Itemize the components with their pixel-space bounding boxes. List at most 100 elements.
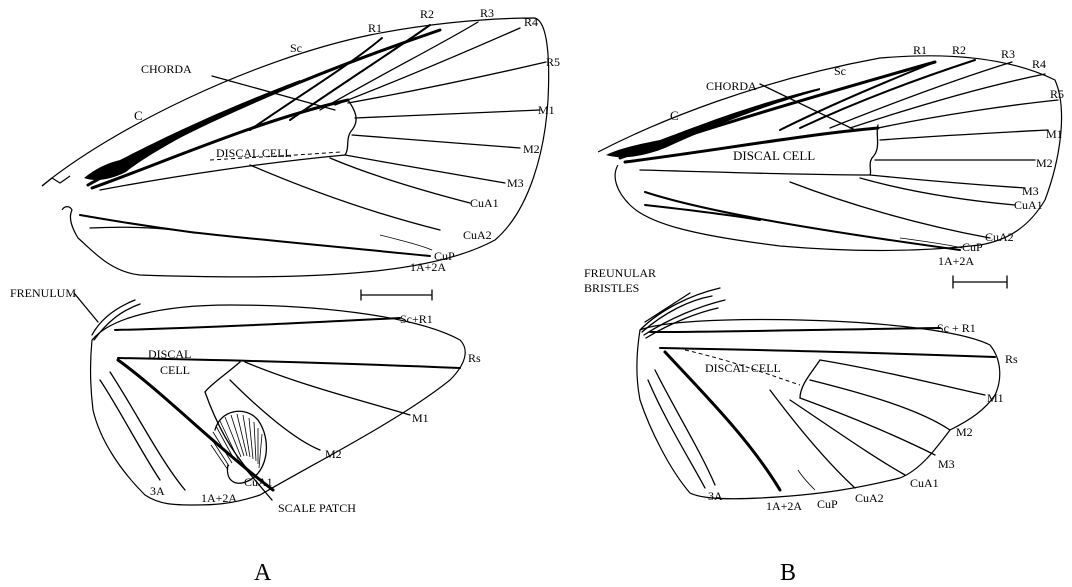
a-label-discal-1: DISCAL xyxy=(148,347,191,361)
a-vein-1a2a xyxy=(80,215,430,256)
b-label-discal-cell: DISCAL CELL xyxy=(733,148,815,163)
a-frenulum-leader xyxy=(74,293,98,322)
a-label-1a2a: 1A+2A xyxy=(410,260,446,274)
a-vein-cup xyxy=(380,235,432,250)
b-label-cua2: CuA2 xyxy=(855,491,884,505)
a-vein-r2 xyxy=(290,25,430,120)
b-label-m2: M2 xyxy=(956,425,973,439)
b-chorda-leader xyxy=(760,84,855,130)
a-vein-m1 xyxy=(355,110,540,118)
b-label-m3: M3 xyxy=(1022,184,1039,198)
a-label-r1: R1 xyxy=(368,21,382,35)
b-label-1a2a: 1A+2A xyxy=(938,254,974,268)
b-label-m1: M1 xyxy=(1046,127,1063,141)
b-label-bristles-2: BRISTLES xyxy=(584,281,639,295)
b-label-3a: 3A xyxy=(708,489,723,503)
panel-a-hindwing: FRENULUM Sc+R1 Rs DISCAL CELL M1 M2 CuA1… xyxy=(10,286,481,515)
a-forewing-base-notch xyxy=(42,176,70,186)
a-scale-bar xyxy=(361,290,432,300)
a-label-1a2a: 1A+2A xyxy=(201,491,237,505)
b-vein-sc xyxy=(620,62,935,158)
panel-a-letter: A xyxy=(254,560,272,586)
b-label-r5: R5 xyxy=(1050,87,1064,101)
b-label-c: C xyxy=(670,108,679,123)
b-hw-vein-3a xyxy=(655,370,715,485)
a-label-r5: R5 xyxy=(546,55,560,69)
a-label-m3: M3 xyxy=(507,176,524,190)
b-hw-vein-rs xyxy=(660,348,995,357)
b-label-cua2: CuA2 xyxy=(985,230,1014,244)
b-label-r1: R1 xyxy=(913,43,927,57)
b-discal-cell-end xyxy=(870,125,878,175)
a-label-c: C xyxy=(134,108,143,123)
b-label-scr1: Sc + R1 xyxy=(937,321,976,335)
a-discal-cell-end xyxy=(345,100,356,155)
b-vein-r5 xyxy=(878,100,1058,128)
a-vein-r4 xyxy=(335,28,520,105)
a-hw-vein-cua1 xyxy=(205,392,250,472)
b-forewing-outline xyxy=(598,56,1062,251)
a-vein-m2 xyxy=(352,135,520,148)
b-label-r4: R4 xyxy=(1032,57,1046,71)
b-hw-vein-a-inner xyxy=(648,380,705,488)
b-label-discal-cell: DISCAL CELL xyxy=(705,361,781,375)
b-vein-m1 xyxy=(880,130,1048,140)
b-label-m3: M3 xyxy=(938,457,955,471)
b-label-r2: R2 xyxy=(952,43,966,57)
a-label-r4: R4 xyxy=(524,15,538,29)
a-label-r2: R2 xyxy=(420,7,434,21)
b-label-cup: CuP xyxy=(817,497,838,511)
a-label-3a: 3A xyxy=(150,484,165,498)
b-label-cup: CuP xyxy=(962,240,983,254)
b-vein-cua1 xyxy=(860,178,1015,205)
b-label-cua1: CuA1 xyxy=(910,476,939,490)
a-label-m1: M1 xyxy=(538,103,555,117)
a-label-sc: Sc xyxy=(290,41,302,55)
a-label-discal-cell: DISCAL CELL xyxy=(216,146,292,160)
b-hw-vein-cua2 xyxy=(770,390,855,488)
b-bristles-leader xyxy=(645,293,690,322)
a-vein-r1 xyxy=(250,38,382,130)
a-label-m2: M2 xyxy=(523,142,540,156)
a-label-chorda: CHORDA xyxy=(141,62,192,76)
b-scale-bar xyxy=(953,276,1007,288)
b-label-cua1: CuA1 xyxy=(1014,198,1043,212)
b-label-1a2a: 1A+2A xyxy=(766,499,802,513)
b-label-sc: Sc xyxy=(834,64,846,78)
a-vein-cua2 xyxy=(250,165,440,230)
b-hw-vein-scr1 xyxy=(650,328,940,332)
a-label-scr1: Sc+R1 xyxy=(400,312,433,326)
b-vein-c-dark xyxy=(606,88,820,157)
b-label-r3: R3 xyxy=(1001,47,1015,61)
a-frenulum xyxy=(92,300,140,340)
b-label-rs: Rs xyxy=(1005,352,1018,366)
a-label-cua2: CuA2 xyxy=(463,228,492,242)
a-label-scale-patch: SCALE PATCH xyxy=(278,501,356,515)
b-vein-r4 xyxy=(850,74,1045,128)
a-label-cua1: CuA1 xyxy=(470,196,499,210)
a-label-m2: M2 xyxy=(325,447,342,461)
b-vein-cell-lower xyxy=(640,170,870,175)
a-hw-vein-3a xyxy=(100,380,160,480)
b-label-chorda: CHORDA xyxy=(706,79,757,93)
a-label-discal-2: CELL xyxy=(160,363,190,377)
a-hw-vein-m1 xyxy=(245,362,410,415)
panel-b-hindwing: FREUNULAR BRISTLES Sc + R1 Rs DISCAL CEL… xyxy=(584,266,1018,513)
b-label-m2: M2 xyxy=(1036,156,1053,170)
panel-b-forewing: C Sc R1 R2 R3 R4 R5 M1 M2 M3 CuA1 CuA2 C… xyxy=(598,43,1064,268)
b-hw-vein-cup xyxy=(798,470,815,490)
a-hw-vein-a-inner xyxy=(110,372,185,490)
a-vein-r5 xyxy=(348,62,546,103)
b-hindwing-outline xyxy=(637,319,1000,498)
a-hw-vein-scr1 xyxy=(115,318,400,330)
b-label-m1: M1 xyxy=(987,391,1004,405)
a-label-cua1: CuA1 xyxy=(244,475,273,489)
a-label-frenulum: FRENULUM xyxy=(10,286,76,300)
a-hw-vein-m2 xyxy=(230,380,320,450)
panel-b-letter: B xyxy=(780,560,796,586)
b-bristles xyxy=(640,288,725,338)
a-vein-1a-branch xyxy=(90,227,195,233)
b-hw-vein-m3 xyxy=(800,398,935,455)
a-chorda-leader xyxy=(212,76,335,110)
